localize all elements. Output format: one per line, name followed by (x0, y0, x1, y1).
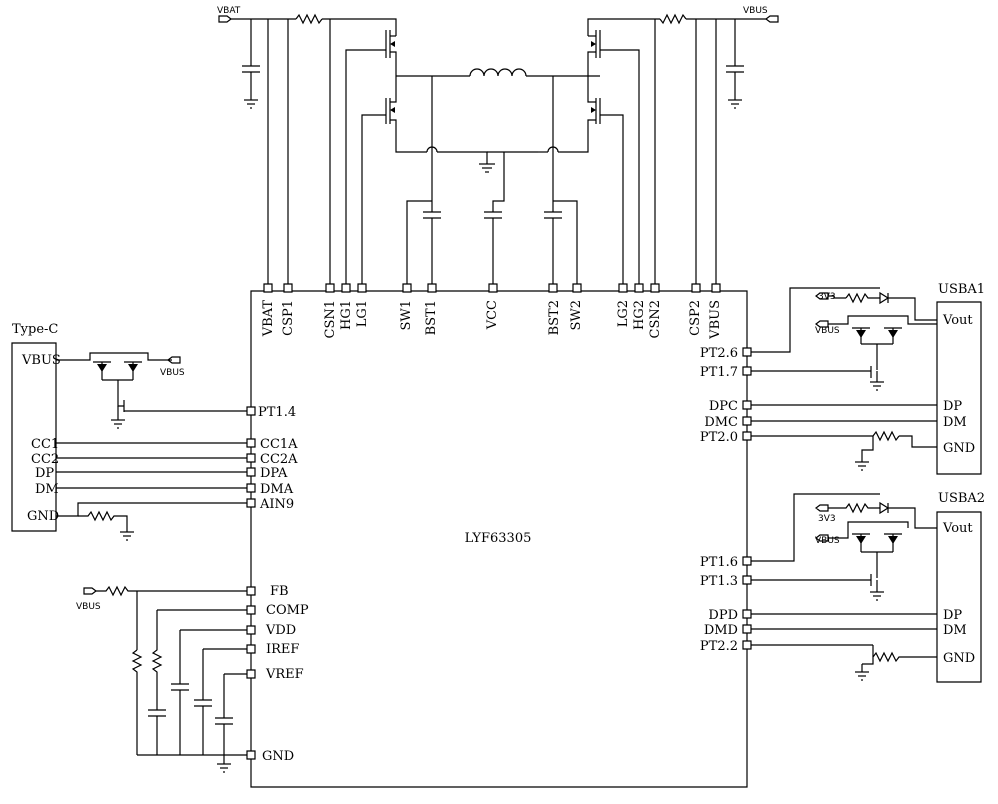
top-pin-label-lg1: LG1 (355, 300, 370, 327)
right-pin-label-dmd: DMD (704, 623, 738, 638)
type-c-pin-dp: DP (35, 466, 54, 481)
right-pin-label-dmc: DMC (704, 415, 738, 430)
right-pin-label-pt17: PT1.7 (700, 365, 738, 380)
right-pin-label-pt22: PT2.2 (700, 639, 738, 654)
left-pins: PT1.4 CC1A CC2A DPA DMA AIN9 FB COMP VDD… (247, 405, 309, 764)
vbus-port-fb (84, 588, 96, 594)
v3v3-label-a: 3V3 (818, 292, 836, 302)
usba1-pin-vout: Vout (942, 313, 973, 328)
usba2-pin-gnd: GND (943, 651, 975, 666)
top-pin-label-sw1: SW1 (399, 300, 414, 331)
left-pin-label-cc1a: CC1A (260, 437, 298, 452)
right-pin-label-pt20: PT2.0 (700, 430, 738, 445)
usba2-connector: USBA2 Vout DP DM GND 3V3 VBUS (751, 491, 985, 682)
top-pin-label-csp1: CSP1 (281, 300, 296, 336)
left-half-bridge: VBAT (217, 6, 538, 284)
top-pin-label-vbat: VBAT (261, 300, 276, 338)
top-pin-label-hg1: HG1 (339, 300, 354, 330)
left-pin-label-dpa: DPA (260, 466, 288, 481)
type-c-title: Type-C (12, 322, 58, 337)
right-pin-label-dpd: DPD (708, 608, 738, 623)
left-pin-label-pt14: PT1.4 (258, 405, 296, 420)
vbus-port-top (766, 16, 778, 22)
right-pin-label-pt26: PT2.6 (700, 346, 738, 361)
left-pin-label-iref: IREF (266, 642, 299, 657)
top-pin-squares (264, 284, 720, 292)
top-pin-label-csn2: CSN2 (648, 300, 663, 339)
top-pin-label-lg2: LG2 (616, 300, 631, 327)
usba1-pin-gnd: GND (943, 441, 975, 456)
vbus-label-b: VBUS (815, 536, 840, 546)
top-pin-label-hg2: HG2 (632, 300, 647, 330)
top-pin-label-csp2: CSP2 (688, 300, 703, 336)
vbat-port (219, 16, 231, 22)
chip-body (251, 291, 747, 787)
type-c-body (12, 343, 56, 531)
usba1-body (937, 302, 981, 474)
left-pin-label-comp: COMP (266, 603, 309, 618)
usba2-body (937, 512, 981, 682)
type-c-connector: Type-C VBUS CC1 CC2 DP DM GND VBUS (12, 322, 247, 540)
usba1-title: USBA1 (938, 282, 985, 297)
vbus-label-typec: VBUS (160, 368, 185, 378)
type-c-pin-dm: DM (35, 482, 59, 497)
left-pin-label-dma: DMA (260, 482, 294, 497)
left-pin-label-cc2a: CC2A (260, 452, 298, 467)
left-pin-label-gnd: GND (262, 749, 294, 764)
left-pin-label-vdd: VDD (265, 623, 296, 638)
usba2-pin-dm: DM (943, 623, 967, 638)
usba1-pin-dm: DM (943, 415, 967, 430)
left-pin-label-vref: VREF (265, 667, 304, 682)
usba2-pin-vout: Vout (942, 521, 973, 536)
type-c-pin-cc2: CC2 (31, 452, 59, 467)
vbus-label-top: VBUS (743, 6, 768, 16)
chip-name: LYF63305 (465, 531, 532, 546)
top-pin-labels: VBAT CSP1 CSN1 HG1 LG1 SW1 BST1 VCC BST2… (261, 300, 723, 340)
top-pin-label-bst2: BST2 (547, 300, 562, 335)
right-half-bridge: VBUS (538, 6, 778, 284)
v3v3-label-b: 3V3 (818, 514, 836, 524)
top-pin-label-vbus: VBUS (708, 300, 723, 340)
vbus-label-fb: VBUS (76, 602, 101, 612)
right-pin-label-pt16: PT1.6 (700, 555, 738, 570)
usba2-pin-dp: DP (943, 608, 962, 623)
type-c-pin-cc1: CC1 (31, 437, 59, 452)
usba2-title: USBA2 (938, 491, 985, 506)
usba1-pin-dp: DP (943, 399, 962, 414)
vbat-label: VBAT (217, 6, 241, 16)
top-pin-label-vcc: VCC (485, 300, 500, 330)
usba1-connector: USBA1 Vout DP DM GND 3V3 VBUS (751, 282, 985, 474)
type-c-pin-gnd: GND (27, 509, 59, 524)
feedback-network: VBUS (76, 587, 247, 772)
left-pin-label-fb: FB (270, 584, 289, 599)
top-pin-label-sw2: SW2 (569, 300, 584, 331)
type-c-pin-vbus: VBUS (21, 353, 61, 368)
vbus-label-a: VBUS (815, 326, 840, 336)
inductor (470, 69, 600, 76)
right-pin-label-pt13: PT1.3 (700, 574, 738, 589)
left-pin-label-ain9: AIN9 (259, 497, 294, 512)
top-pin-label-csn1: CSN1 (323, 300, 338, 339)
right-pin-label-dpc: DPC (709, 399, 738, 414)
right-pins: PT2.6 PT1.7 DPC DMC PT2.0 PT1.6 PT1.3 DP… (700, 346, 751, 654)
top-pin-label-bst1: BST1 (424, 300, 439, 335)
